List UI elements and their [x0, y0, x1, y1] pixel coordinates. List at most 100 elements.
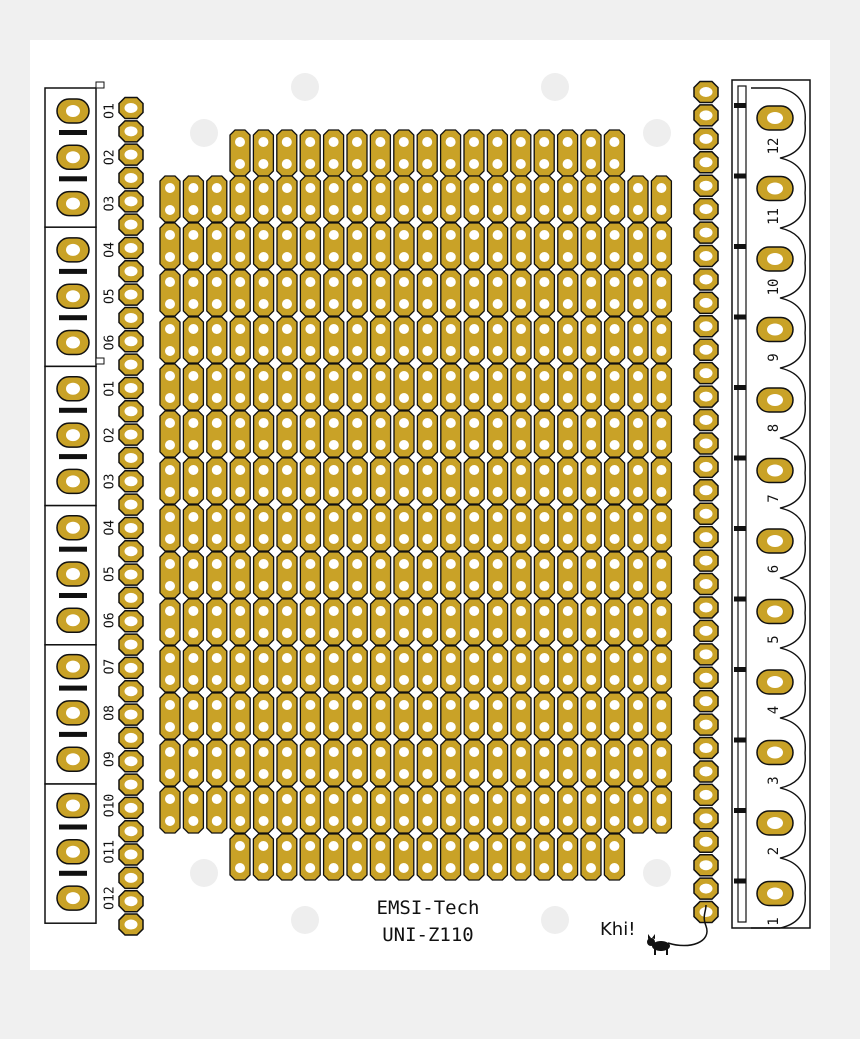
proto-pad-pair	[510, 129, 532, 177]
header-hole	[699, 87, 713, 97]
pad-hole	[398, 392, 410, 404]
pad-hole	[257, 298, 270, 310]
proto-pad-pair	[393, 175, 415, 223]
header-pin	[118, 423, 144, 446]
proto-pad-pair	[159, 551, 181, 599]
pad-hole	[421, 533, 434, 545]
pad-hole	[538, 793, 551, 805]
proto-pad-pair	[206, 739, 228, 787]
pad-hole	[444, 815, 457, 827]
connector-hole	[767, 676, 783, 688]
pad-hole	[561, 605, 574, 617]
terminal-label: O6	[103, 335, 118, 351]
terminal-pin: O8	[56, 700, 118, 737]
pad-hole	[515, 276, 527, 288]
proto-pad-pair	[603, 363, 626, 411]
pad-hole	[374, 392, 387, 404]
connector-key	[734, 878, 746, 884]
terminal-pin: O11	[56, 839, 118, 876]
proto-pad-pair	[346, 129, 368, 177]
pad-hole	[608, 580, 621, 592]
proto-pad-pair	[159, 457, 181, 505]
header-hole	[699, 227, 713, 238]
pad-hole	[655, 768, 668, 780]
proto-pad-pair	[510, 692, 532, 740]
terminal-pin: O4	[56, 237, 118, 274]
connector-hole	[767, 112, 783, 124]
pad-hole	[351, 674, 364, 686]
pad-hole	[304, 182, 317, 194]
pad-hole	[632, 580, 644, 592]
proto-pad-pair	[159, 692, 181, 740]
pad-hole	[421, 652, 434, 664]
pad-hole	[421, 580, 434, 592]
proto-pad-pair	[416, 786, 439, 834]
pad-hole	[491, 229, 504, 241]
proto-pad-pair	[159, 410, 181, 458]
pad-hole	[608, 417, 621, 429]
pad-hole	[632, 486, 644, 498]
pad-hole	[444, 486, 457, 498]
pad-hole	[608, 298, 621, 310]
connector-hole	[767, 323, 783, 336]
proto-pad-pair	[393, 692, 415, 740]
terminal-hole	[66, 568, 80, 580]
proto-pad-pair	[627, 363, 649, 411]
proto-pad-pair	[346, 833, 368, 881]
pad-hole	[515, 345, 527, 357]
proto-pad-pair	[463, 316, 485, 364]
proto-pad-pair	[440, 316, 462, 364]
proto-pad-pair	[346, 551, 368, 599]
pad-hole	[491, 182, 504, 194]
pad-hole	[561, 392, 574, 404]
pad-hole	[257, 486, 270, 498]
pad-hole	[398, 439, 410, 451]
header-hole	[124, 896, 138, 907]
header-hole	[124, 196, 138, 207]
header-pin	[118, 120, 144, 143]
pad-hole	[374, 674, 387, 686]
header-pin	[693, 127, 719, 151]
connector-hole	[767, 253, 783, 265]
proto-pad-pair	[627, 457, 649, 505]
proto-pad-pair	[627, 786, 649, 834]
header-pin	[693, 689, 719, 713]
header-pin	[118, 376, 144, 400]
pad-hole	[444, 392, 457, 404]
pad-hole	[164, 345, 176, 357]
header-pin	[693, 643, 719, 666]
proto-pad-pair	[627, 316, 649, 364]
pad-hole	[234, 862, 246, 874]
pad-hole	[327, 276, 340, 288]
header-hole	[699, 813, 713, 824]
pad-hole	[444, 721, 457, 733]
proto-pad-pair	[510, 551, 532, 599]
terminal-hole	[66, 336, 80, 349]
pad-hole	[374, 580, 387, 592]
pad-hole	[585, 417, 598, 429]
proto-pad-pair	[276, 222, 298, 270]
header-hole	[124, 452, 138, 463]
pad-hole	[538, 439, 551, 451]
pad-hole	[655, 370, 668, 382]
pad-hole	[257, 136, 270, 148]
pad-hole	[444, 417, 457, 429]
pad-hole	[561, 580, 574, 592]
proto-pad-pair	[322, 129, 345, 177]
terminal-pin: O12	[56, 885, 118, 911]
pad-hole	[538, 486, 551, 498]
proto-pad-pair	[486, 457, 509, 505]
pad-hole	[327, 862, 340, 874]
pad-hole	[608, 721, 621, 733]
pad-hole	[398, 558, 410, 570]
pad-hole	[187, 370, 200, 382]
proto-pad-pair	[276, 833, 298, 881]
connector-hole	[767, 605, 783, 618]
proto-pad-pair	[533, 129, 555, 177]
pad-hole	[538, 323, 551, 335]
pad-hole	[421, 840, 434, 852]
pad-hole	[281, 486, 293, 498]
proto-pad-pair	[323, 551, 345, 599]
connector-rail	[737, 85, 747, 923]
pad-hole	[515, 627, 527, 639]
